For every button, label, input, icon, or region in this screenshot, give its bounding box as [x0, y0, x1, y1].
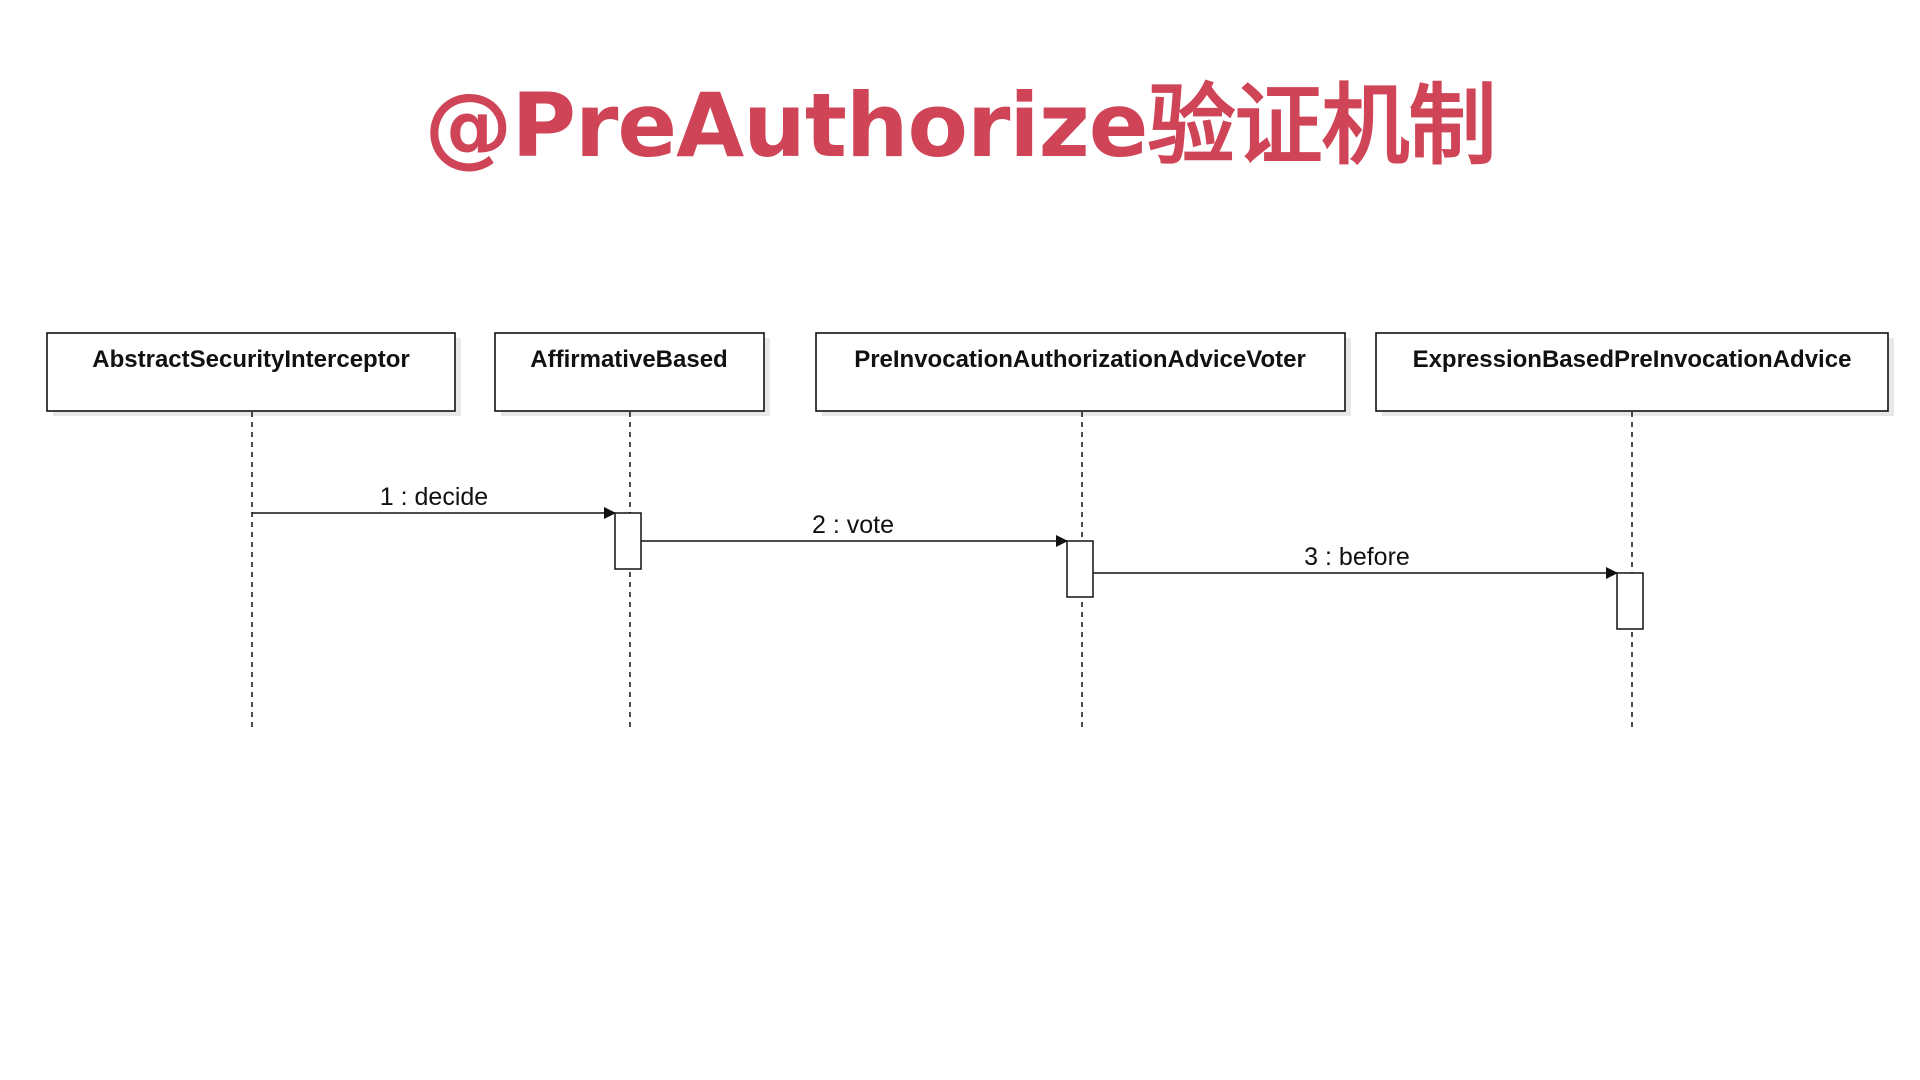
- participant-label: ExpressionBasedPreInvocationAdvice: [1413, 346, 1852, 373]
- participant-preinvocation-voter: PreInvocationAuthorizationAdviceVoter: [815, 332, 1351, 416]
- page-title: @PreAuthorize验证机制: [424, 74, 1497, 177]
- participant-label: AbstractSecurityInterceptor: [92, 346, 409, 373]
- message-decide: 1 : decide: [252, 483, 616, 519]
- activation-bar: [1616, 572, 1644, 630]
- activation-bar: [614, 512, 642, 570]
- message-label: 3 : before: [1304, 543, 1410, 571]
- participant-abstract-security-interceptor: AbstractSecurityInterceptor: [46, 332, 461, 416]
- message-label: 2 : vote: [812, 511, 894, 539]
- participant-affirmative-based: AffirmativeBased: [494, 332, 770, 416]
- participant-expression-based-advice: ExpressionBasedPreInvocationAdvice: [1375, 332, 1894, 416]
- message-vote: 2 : vote: [641, 511, 1068, 547]
- message-before: 3 : before: [1093, 543, 1618, 579]
- activation-bar: [1066, 540, 1094, 598]
- participant-label: AffirmativeBased: [530, 346, 727, 373]
- participant-label: PreInvocationAuthorizationAdviceVoter: [854, 346, 1306, 373]
- message-label: 1 : decide: [380, 483, 488, 511]
